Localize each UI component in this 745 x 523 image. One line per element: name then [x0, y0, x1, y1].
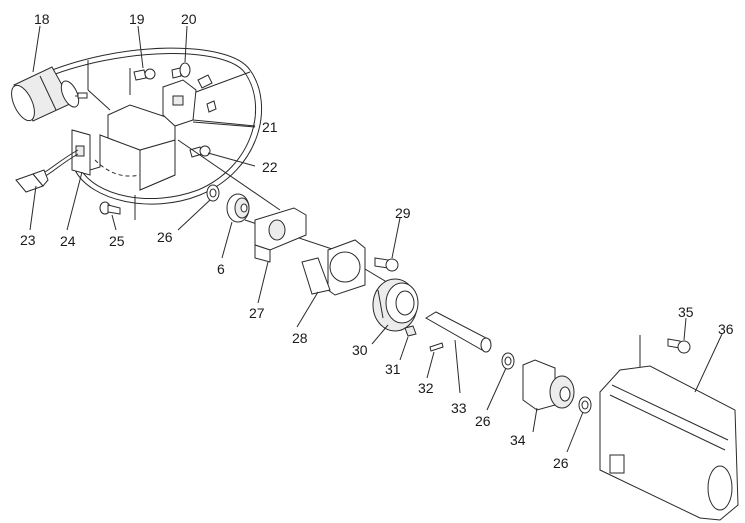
callout-26-a: 26 [157, 229, 173, 245]
callout-32: 32 [418, 380, 434, 396]
callout-19: 19 [129, 11, 145, 27]
part-30-threaded-ring [372, 278, 419, 332]
part-21-sensor-board [162, 71, 256, 127]
callout-26-c: 26 [553, 455, 569, 471]
callout-21: 21 [262, 119, 278, 135]
callout-36: 36 [718, 321, 734, 337]
callout-28: 28 [292, 330, 308, 346]
callout-27: 27 [249, 305, 265, 321]
part-26-e-ring-c [578, 396, 592, 414]
part-33-shaft [425, 311, 492, 353]
part-31-spring [404, 325, 417, 337]
part-20-screw [171, 62, 191, 79]
part-25-screw [99, 201, 121, 215]
callout-22: 22 [262, 159, 278, 175]
part-28-plate [301, 239, 366, 296]
part-19-screw [133, 68, 156, 81]
callout-6: 6 [217, 261, 225, 277]
callout-23: 23 [20, 232, 36, 248]
callout-30: 30 [352, 342, 368, 358]
callout-26-b: 26 [475, 413, 491, 429]
part-27-bracket [254, 207, 307, 263]
callout-33: 33 [451, 400, 467, 416]
part-23-connector [15, 149, 79, 193]
callout-18: 18 [34, 11, 50, 27]
callout-34: 34 [510, 432, 526, 448]
part-24-bracket [71, 104, 176, 191]
leader-lines [29, 25, 723, 453]
part-26-e-ring-a [206, 184, 220, 202]
part-29-screw [374, 257, 399, 272]
callout-35: 35 [678, 304, 694, 320]
part-34-clutch [522, 359, 575, 411]
part-36-cover [599, 365, 739, 521]
wire-harness-loop [39, 47, 263, 205]
callout-20: 20 [181, 11, 197, 27]
callout-31: 31 [385, 361, 401, 377]
part-18-motor [11, 66, 88, 122]
callout-25: 25 [109, 233, 125, 249]
part-26-e-ring-b [501, 352, 515, 370]
part-32-pin [429, 342, 444, 352]
callout-24: 24 [60, 233, 76, 249]
part-6-bearing [226, 193, 250, 223]
callout-29: 29 [395, 205, 411, 221]
part-35-screw [667, 338, 691, 354]
